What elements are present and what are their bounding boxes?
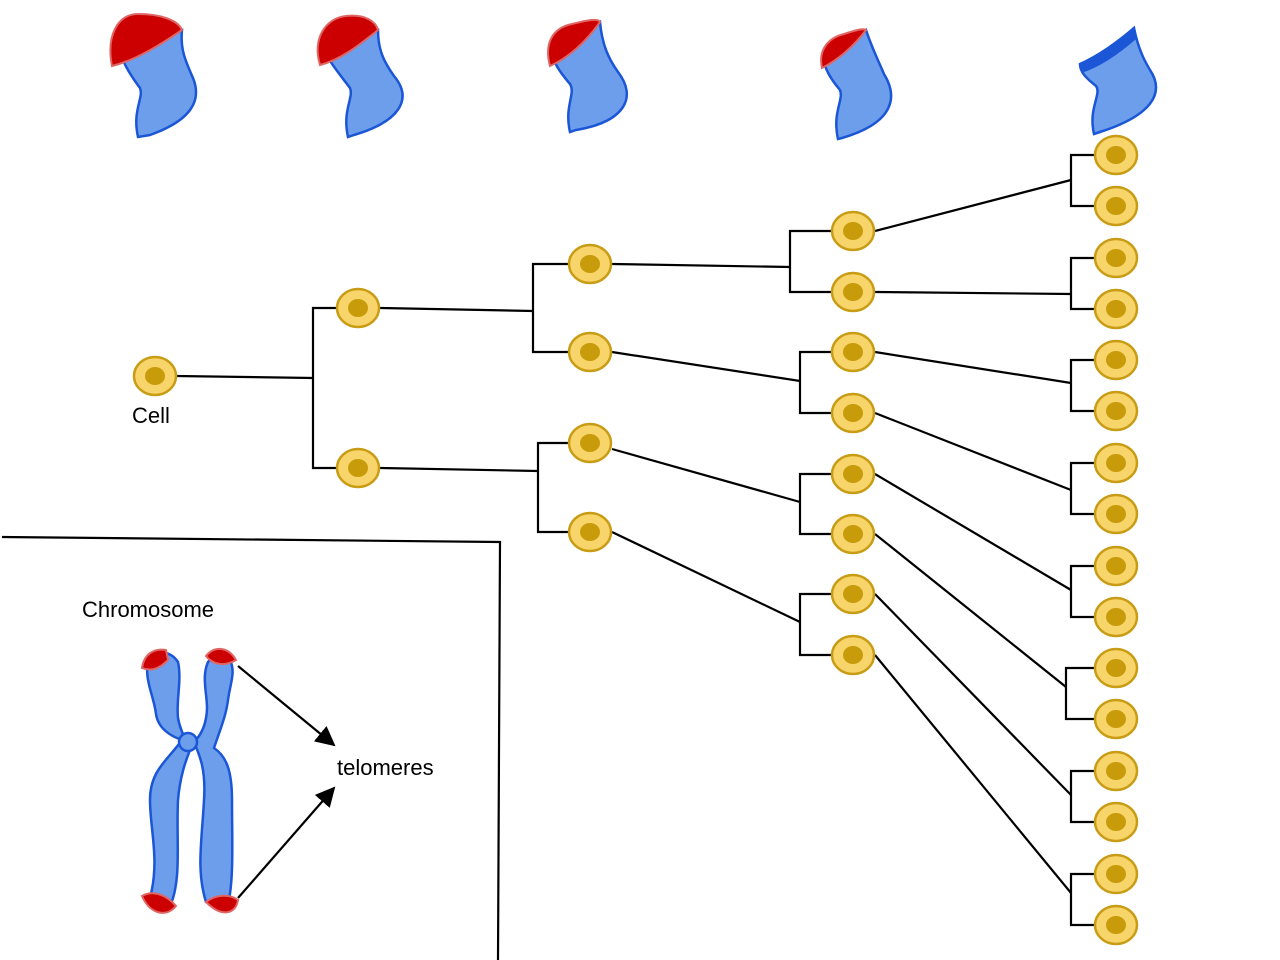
cell-gen5 [1093,339,1139,381]
cell-gen5 [1093,185,1139,227]
chromosome-stage-5 [1078,25,1158,136]
cell-gen5 [1093,801,1139,843]
cell-gen3 [567,511,613,553]
cell-gen5 [1093,545,1139,587]
chromatid-left [145,651,192,908]
cell-gen4 [830,513,876,555]
chromosome-stages [109,12,1158,141]
cell-gen4 [830,271,876,313]
telomere-cap [547,18,602,68]
telomere-cap [109,12,184,68]
cell-label: Cell [132,403,170,428]
chromosome-stage-4 [820,28,893,141]
chromosome-label: Chromosome [82,597,214,622]
telomere-cap [820,28,868,70]
cell-gen4 [830,210,876,252]
telomere-cap [140,648,170,671]
centromere [177,731,199,753]
cell-gen2 [335,287,381,329]
cell-gen4 [830,634,876,676]
telomere-cap [316,14,380,67]
cell-gen5 [1093,442,1139,484]
chromatid-right [192,652,234,906]
cell-gen4 [830,573,876,615]
cell-gen4 [830,331,876,373]
chromosome-stage-3 [547,18,629,134]
cell-gen5 [1093,134,1139,176]
cell-gen3 [567,422,613,464]
cell-gen5 [1093,237,1139,279]
telomere-arrows [237,665,336,899]
cell-gen5 [1093,647,1139,689]
chromosome-stage-1 [109,12,198,139]
cell-gen5 [1093,853,1139,895]
cell-gen4 [830,453,876,495]
chromosome-stage-2 [316,14,404,139]
cell-gen5 [1093,904,1139,946]
telomere-cap [204,648,238,666]
cell-gen5 [1093,596,1139,638]
division-tree-lines [175,153,1116,927]
telomere-cap [140,892,178,914]
cell-gen3 [567,331,613,373]
cell-gen4 [830,392,876,434]
cell-gen3 [567,243,613,285]
cells [132,134,1139,946]
cell-gen5 [1093,288,1139,330]
telomeres-label: telomeres [337,755,434,780]
telomere-cap [204,894,240,914]
cell-gen5 [1093,750,1139,792]
cell-gen5 [1093,698,1139,740]
cell-gen2 [335,447,381,489]
cell-gen5 [1093,493,1139,535]
cell-gen1 [132,355,178,397]
chromosome-illustration [140,648,240,914]
cell-gen5 [1093,390,1139,432]
inset-frame [1,535,502,960]
